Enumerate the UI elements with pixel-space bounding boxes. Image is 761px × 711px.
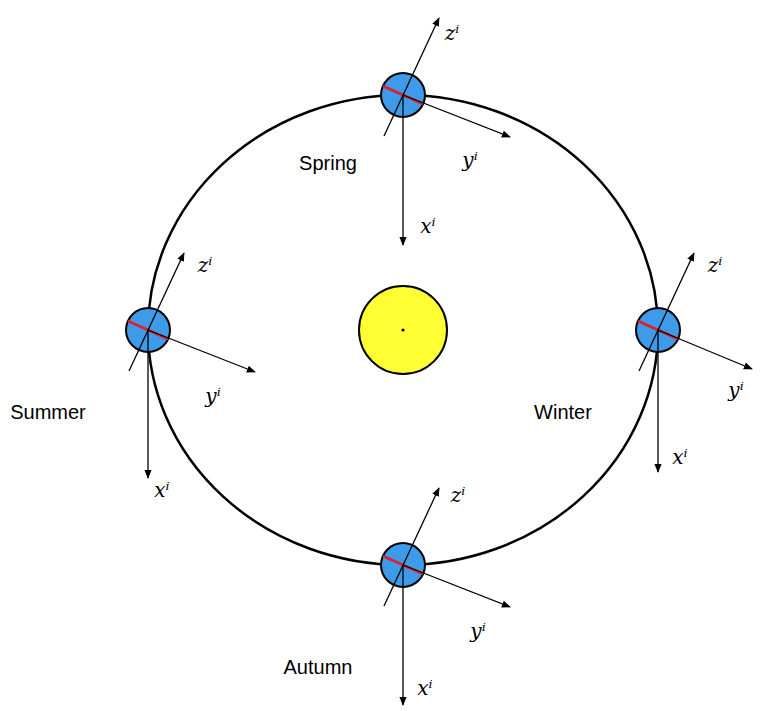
y-axis (403, 565, 510, 607)
sun-center (401, 328, 404, 331)
earth-autumn (381, 488, 510, 705)
axis-label: yⁱ (462, 150, 477, 170)
axis-label: zⁱ (451, 485, 466, 505)
earth-spring (381, 18, 510, 245)
z-axis (384, 18, 439, 136)
x-axis (147, 330, 148, 478)
y-axis (658, 330, 752, 369)
y-axis (403, 95, 510, 137)
earth-winter (636, 253, 752, 472)
axis-label: zⁱ (445, 23, 460, 43)
x-axis (402, 565, 403, 705)
x-axis (657, 330, 658, 472)
axis-label: xⁱ (154, 480, 169, 500)
axis-label: yⁱ (728, 380, 743, 400)
axis-label: yⁱ (205, 386, 220, 406)
axis-label: zⁱ (708, 255, 723, 275)
z-axis (639, 253, 694, 371)
axis-label: zⁱ (198, 255, 213, 275)
orbit-ellipse (148, 95, 658, 565)
season-label: Spring (299, 153, 357, 173)
x-axis (402, 95, 403, 245)
season-label: Autumn (284, 657, 353, 677)
axis-label: xⁱ (672, 447, 687, 467)
season-label: Winter (534, 402, 592, 422)
season-label: Summer (10, 402, 86, 422)
z-axis (384, 488, 439, 606)
earth-summer (126, 253, 255, 478)
z-axis (129, 253, 184, 371)
y-axis (148, 330, 255, 372)
sun (359, 286, 447, 374)
axis-label: yⁱ (470, 621, 485, 641)
axis-label: xⁱ (420, 216, 435, 236)
axis-label: xⁱ (417, 678, 432, 698)
